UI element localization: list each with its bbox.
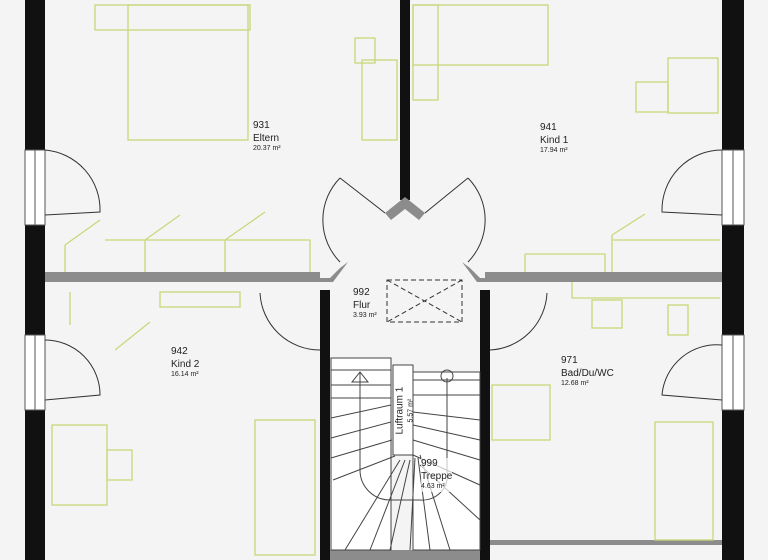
room-number: 942 [171,346,188,357]
room-label-flur: 992 Flur 3.93 m² [353,287,377,321]
room-area: 16.14 m² [171,371,199,378]
furniture [51,4,720,556]
void-area: 5.57 m² [406,398,414,423]
room-label-kind1: 941 Kind 1 17.94 m² [540,122,568,156]
room-name: Kind 1 [540,134,569,146]
room-area: 4.63 m² [421,483,445,490]
partition-walls [45,197,722,560]
windows [24,149,745,411]
skylight [386,279,463,323]
room-name: Kind 2 [171,358,200,370]
void-label: Luftraum 1 5.57 m² [394,366,415,456]
door-swings [44,149,723,401]
room-number: 971 [561,355,578,366]
room-label-bad: 971 Bad/Du/WC 12.68 m² [561,355,614,389]
room-label-eltern: 931 Eltern 20.37 m² [253,120,281,154]
room-area: 3.93 m² [353,312,377,319]
room-area: 12.68 m² [561,380,589,387]
outer-walls [25,0,744,560]
room-number: 931 [253,120,270,131]
room-number: 941 [540,122,557,133]
room-name: Treppe [421,470,453,482]
room-area: 20.37 m² [253,145,281,152]
void-name: Luftraum 1 [394,386,406,435]
room-label-treppe: 999 Treppe 4.63 m² [421,458,453,492]
room-name: Bad/Du/WC [561,367,614,379]
room-label-kind2: 942 Kind 2 16.14 m² [171,346,199,380]
room-name: Eltern [253,132,280,144]
room-number: 992 [353,287,370,298]
room-area: 17.94 m² [540,147,568,154]
room-name: Flur [353,299,371,311]
staircase [330,357,481,551]
room-number: 999 [421,458,438,469]
